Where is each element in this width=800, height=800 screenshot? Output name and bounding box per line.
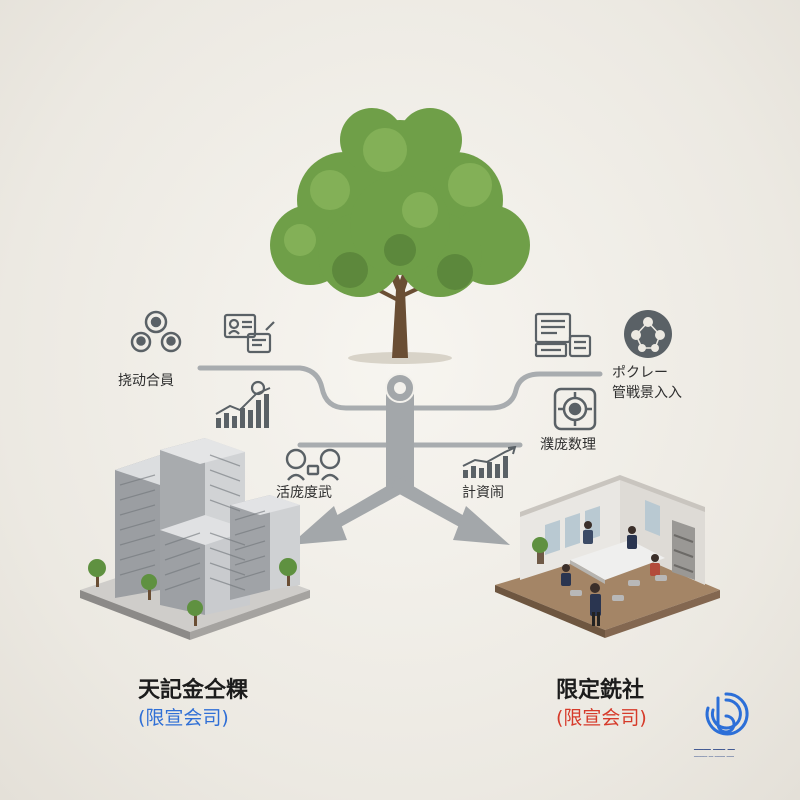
label-right-low: 計資闹 xyxy=(462,485,504,501)
target-icon xyxy=(553,387,597,431)
branch-subtitle: (限宣会司) xyxy=(556,707,647,729)
growth-chart-icon xyxy=(215,380,271,428)
logo-lettering: ـــ ـــــ ـــــــ xyxy=(694,744,735,752)
company-title: 天記金仝粿 xyxy=(138,678,249,703)
label-left-top: 挠动合員 xyxy=(118,373,174,389)
arrow-right xyxy=(392,476,510,545)
label-right-top-1: ポクレー xyxy=(612,365,668,381)
connector-left-upper xyxy=(197,365,395,411)
network-icon xyxy=(624,310,672,358)
arrow-left xyxy=(290,476,408,545)
company-subtitle: (限宣会司) xyxy=(138,707,229,729)
brand-logo xyxy=(705,692,749,736)
connector-trunk xyxy=(386,390,414,490)
people-group-icon xyxy=(130,310,182,353)
documents-icon xyxy=(534,312,592,358)
label-right-top-2: 管戦景入入 xyxy=(612,385,682,401)
growth-chart-icon xyxy=(462,446,517,478)
branch-title: 限定銑社 xyxy=(556,678,645,703)
connector-right-upper xyxy=(405,371,603,411)
meeting-icon xyxy=(285,448,341,481)
label-left-mid: 活庞度武 xyxy=(276,485,332,501)
label-right-mid: 濮庞数理 xyxy=(540,437,596,453)
id-card-icon xyxy=(223,313,275,354)
logo-tagline: ـــــ ـــــــ ـــ ـــــــــ xyxy=(694,753,734,759)
